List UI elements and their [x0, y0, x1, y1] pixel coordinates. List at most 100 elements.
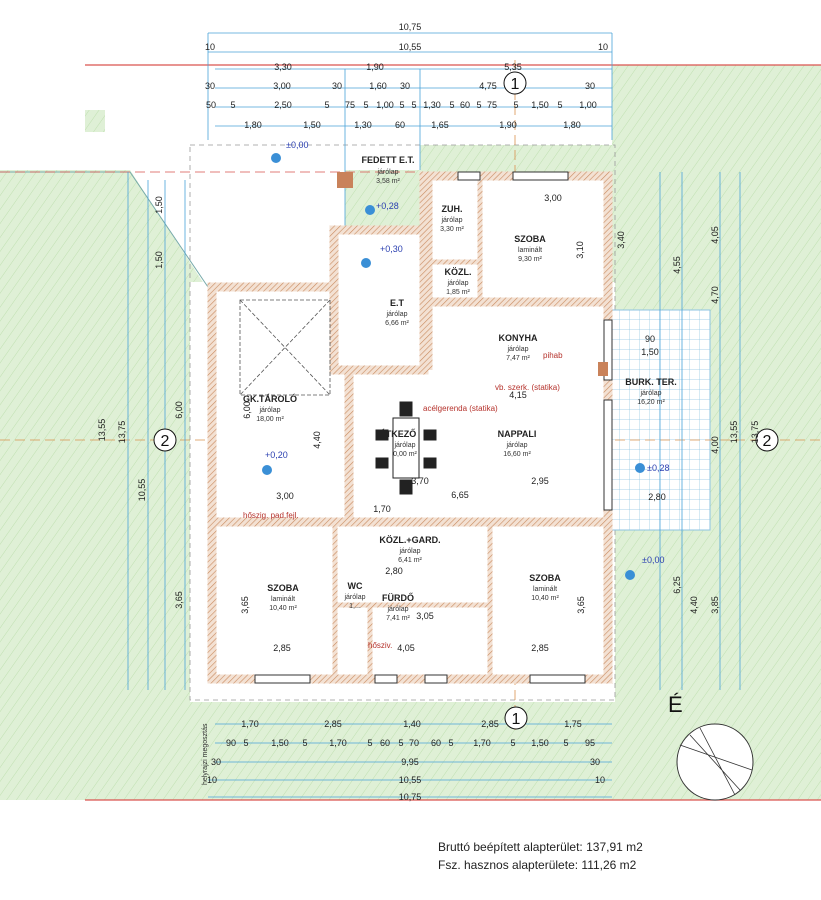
svg-text:helyrajzi megosztás: helyrajzi megosztás [202, 723, 209, 785]
svg-text:1,85 m²: 1,85 m² [446, 289, 470, 296]
svg-text:10,55: 10,55 [399, 775, 422, 785]
svg-text:4,05: 4,05 [397, 643, 415, 653]
svg-text:5: 5 [557, 100, 562, 110]
svg-text:1,50: 1,50 [271, 738, 289, 748]
svg-text:5: 5 [411, 100, 416, 110]
svg-text:2: 2 [161, 433, 170, 450]
svg-text:6,65: 6,65 [451, 490, 469, 500]
svg-text:0,00 m²: 0,00 m² [393, 451, 417, 458]
svg-text:ÉTKEZŐ: ÉTKEZŐ [380, 428, 417, 439]
svg-text:FEDETT E.T.: FEDETT E.T. [361, 155, 414, 165]
svg-text:5: 5 [243, 738, 248, 748]
svg-text:vb. szerk. (statika): vb. szerk. (statika) [495, 383, 560, 392]
svg-text:+0,28: +0,28 [376, 201, 399, 211]
svg-text:75: 75 [345, 100, 355, 110]
svg-text:13,55: 13,55 [729, 421, 739, 444]
svg-text:3,05: 3,05 [416, 611, 434, 621]
svg-text:1,50: 1,50 [531, 738, 549, 748]
svg-text:10,40 m²: 10,40 m² [269, 605, 297, 612]
svg-text:7,41 m²: 7,41 m² [386, 615, 410, 622]
svg-text:16,20 m²: 16,20 m² [637, 399, 665, 406]
svg-text:1,00: 1,00 [579, 100, 597, 110]
svg-text:4,15: 4,15 [509, 390, 527, 400]
column [337, 172, 353, 188]
svg-text:hőszig. pad.fejl.: hőszig. pad.fejl. [243, 511, 299, 520]
svg-text:5: 5 [363, 100, 368, 110]
svg-text:járólap: járólap [343, 594, 365, 601]
svg-text:5: 5 [563, 738, 568, 748]
svg-text:1: 1 [511, 76, 520, 93]
svg-text:4,40: 4,40 [689, 596, 699, 614]
svg-text:30: 30 [590, 757, 600, 767]
svg-text:1,30: 1,30 [354, 120, 372, 130]
svg-text:10,75: 10,75 [399, 792, 422, 802]
svg-text:60: 60 [380, 738, 390, 748]
svg-text:10: 10 [205, 42, 215, 52]
gross-area-text: Bruttó beépített alapterület: 137,91 m2 [438, 840, 643, 854]
svg-text:2: 2 [763, 433, 772, 450]
svg-text:90: 90 [645, 334, 655, 344]
svg-text:10: 10 [598, 42, 608, 52]
svg-text:3,58 m²: 3,58 m² [376, 178, 400, 185]
svg-text:járólap: járólap [258, 407, 280, 414]
svg-text:hősziv.: hősziv. [368, 641, 392, 650]
svg-text:1,70: 1,70 [373, 504, 391, 514]
svg-text:30: 30 [332, 81, 342, 91]
column [598, 362, 608, 376]
svg-text:3,65: 3,65 [576, 596, 586, 614]
svg-text:4,70: 4,70 [710, 286, 720, 304]
svg-text:±0,00: ±0,00 [286, 140, 308, 150]
svg-text:90: 90 [226, 738, 236, 748]
svg-text:5: 5 [324, 100, 329, 110]
svg-text:75: 75 [487, 100, 497, 110]
svg-text:1,90: 1,90 [366, 62, 384, 72]
svg-text:laminált: laminált [271, 596, 295, 603]
svg-text:3,85: 3,85 [710, 596, 720, 614]
svg-text:5: 5 [230, 100, 235, 110]
svg-text:5: 5 [399, 100, 404, 110]
svg-text:KÖZL.+GARD.: KÖZL.+GARD. [379, 535, 440, 545]
svg-text:2,80: 2,80 [385, 566, 403, 576]
svg-text:járólap: járólap [506, 346, 528, 353]
svg-text:2,85: 2,85 [531, 643, 549, 653]
svg-text:2,50: 2,50 [274, 100, 292, 110]
svg-text:13,55: 13,55 [97, 419, 107, 442]
svg-text:4,55: 4,55 [672, 256, 682, 274]
svg-text:pihab: pihab [543, 351, 563, 360]
level-markers: ±0,00 +0,28 +0,30 +0,20 ±0,28 ±0,00 [262, 140, 669, 580]
svg-text:1,50: 1,50 [154, 251, 164, 269]
svg-text:3,00: 3,00 [544, 193, 562, 203]
svg-text:6,41 m²: 6,41 m² [398, 557, 422, 564]
svg-text:járólap: járólap [393, 442, 415, 449]
svg-text:3,70: 3,70 [411, 476, 429, 486]
svg-text:járólap: járólap [386, 606, 408, 613]
svg-text:1,50: 1,50 [531, 100, 549, 110]
net-area-text: Fsz. hasznos alapterülete: 111,26 m2 [438, 858, 637, 872]
svg-text:4,75: 4,75 [479, 81, 497, 91]
svg-text:1,75: 1,75 [564, 719, 582, 729]
svg-text:9,30 m²: 9,30 m² [518, 256, 542, 263]
svg-text:60: 60 [395, 120, 405, 130]
svg-text:30: 30 [400, 81, 410, 91]
svg-text:3,65: 3,65 [240, 596, 250, 614]
svg-text:6,00: 6,00 [242, 401, 252, 419]
svg-text:3,10: 3,10 [575, 241, 585, 259]
inner-walls [332, 180, 493, 680]
svg-text:járólap: járólap [385, 311, 407, 318]
terrace-paving [611, 309, 711, 531]
svg-text:30: 30 [211, 757, 221, 767]
svg-text:SZOBA: SZOBA [529, 573, 561, 583]
svg-text:4,05: 4,05 [710, 226, 720, 244]
svg-text:FÜRDŐ: FÜRDŐ [382, 592, 414, 603]
svg-text:10,55: 10,55 [137, 479, 147, 502]
room-etkezo: ÉTKEZŐ járólap 0,00 m² [380, 428, 418, 458]
svg-text:1,65: 1,65 [431, 120, 449, 130]
svg-text:50: 50 [206, 100, 216, 110]
svg-text:30: 30 [205, 81, 215, 91]
svg-text:1,50: 1,50 [303, 120, 321, 130]
svg-text:É: É [668, 692, 683, 717]
